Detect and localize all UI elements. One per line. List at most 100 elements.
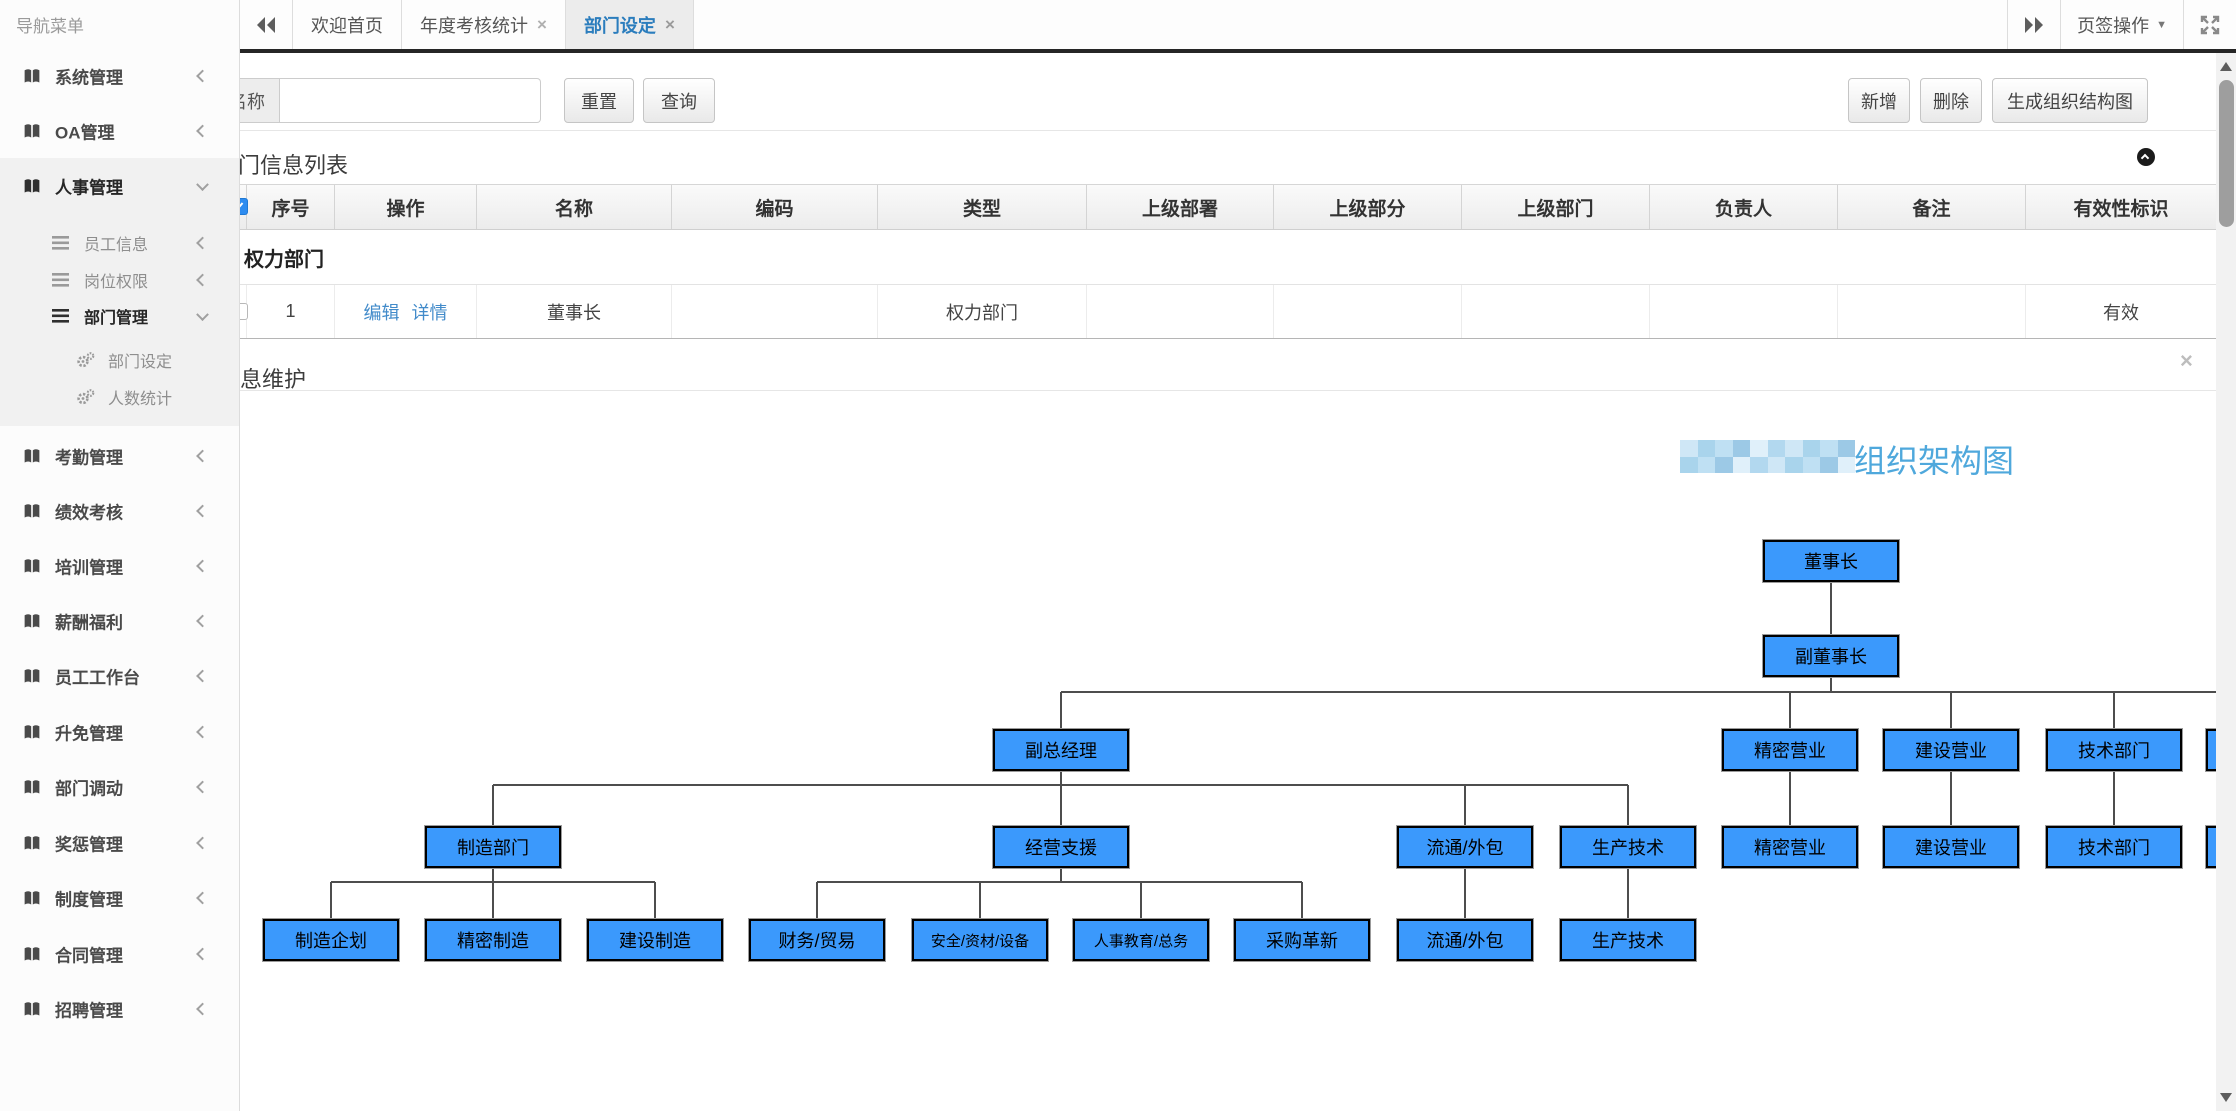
sidebar-item-绩效考核[interactable]: 绩效考核 bbox=[0, 485, 239, 537]
scrollbar-thumb[interactable] bbox=[2218, 80, 2234, 227]
sidebar-item-合同管理[interactable]: 合同管理 bbox=[0, 928, 239, 980]
org-node-label: 流通/外包 bbox=[1426, 931, 1504, 951]
tabs-scroll-left-button[interactable] bbox=[240, 0, 293, 49]
tabs: 欢迎首页年度考核统计×部门设定× bbox=[293, 0, 694, 49]
book-icon bbox=[22, 945, 42, 963]
scrollbar-down-arrow-icon[interactable] bbox=[2220, 1093, 2232, 1102]
tab-欢迎首页[interactable]: 欢迎首页 bbox=[293, 0, 402, 49]
book-icon bbox=[22, 502, 42, 520]
sidebar-item-label: 人数统计 bbox=[108, 391, 173, 408]
column-header-上级部署: 上级部署 bbox=[1087, 185, 1274, 229]
chevron-down-icon bbox=[196, 308, 209, 322]
tab-close-icon[interactable]: × bbox=[664, 15, 675, 34]
table-group-row[interactable]: 权力部门 bbox=[240, 230, 2216, 285]
org-chart-title: 组织架构图 bbox=[1854, 443, 2015, 479]
org-node-label: 生产技术 bbox=[1592, 931, 1664, 951]
generate-org-chart-button[interactable]: 生成组织结构图 bbox=[1992, 78, 2148, 123]
add-button[interactable]: 新增 bbox=[1848, 78, 1910, 123]
sidebar-item-label: 制度管理 bbox=[55, 890, 123, 910]
sidebar-item-人事管理[interactable]: 人事管理 bbox=[0, 160, 239, 212]
org-node-label: 精密营业 bbox=[1754, 838, 1826, 858]
sidebar-item-部门管理[interactable]: 部门管理 bbox=[0, 298, 239, 334]
sidebar-item-部门调动[interactable]: 部门调动 bbox=[0, 761, 239, 813]
tab-close-icon[interactable]: × bbox=[537, 15, 547, 34]
tab-actions-label: 页签操作 bbox=[2077, 15, 2150, 36]
sidebar-item-岗位权限[interactable]: 岗位权限 bbox=[0, 262, 239, 298]
vertical-scrollbar[interactable] bbox=[2216, 53, 2236, 1111]
org-node-label: 安全/资材/设备 bbox=[930, 932, 1030, 950]
chevron-down-icon bbox=[196, 178, 209, 192]
column-header-名称: 名称 bbox=[477, 185, 672, 229]
tab-actions-dropdown[interactable]: 页签操作 ▼ bbox=[2060, 0, 2183, 49]
detail-link[interactable]: 详情 bbox=[411, 302, 448, 323]
sidebar-item-考勤管理[interactable]: 考勤管理 bbox=[0, 430, 239, 482]
sidebar-item-label: 系统管理 bbox=[55, 68, 123, 88]
sidebar-item-OA管理[interactable]: OA管理 bbox=[0, 105, 239, 157]
tabs-scroll-right-button[interactable] bbox=[2007, 0, 2060, 49]
sidebar-item-制度管理[interactable]: 制度管理 bbox=[0, 872, 239, 924]
sidebar-item-培训管理[interactable]: 培训管理 bbox=[0, 540, 239, 592]
close-icon[interactable]: × bbox=[2180, 348, 2193, 373]
sidebar-item-系统管理[interactable]: 系统管理 bbox=[0, 50, 239, 102]
caret-down-icon: ▼ bbox=[2156, 18, 2167, 31]
sidebar-expanded-section-bg bbox=[0, 158, 239, 426]
edit-link[interactable]: 编辑 bbox=[363, 302, 400, 323]
sidebar-item-员工信息[interactable]: 员工信息 bbox=[0, 225, 239, 261]
sidebar-item-label: 招聘管理 bbox=[55, 1001, 123, 1021]
sidebar-title: 导航菜单 bbox=[16, 17, 84, 36]
org-node-label: 董事长 bbox=[1804, 552, 1858, 572]
org-node-采购革新: 采购革新 bbox=[1234, 919, 1370, 961]
cell-code bbox=[672, 285, 878, 338]
panel-collapse-button[interactable] bbox=[2137, 148, 2155, 166]
sidebar-item-label: 员工信息 bbox=[84, 237, 149, 254]
menu-bars-icon bbox=[52, 273, 69, 287]
sidebar-item-部门设定[interactable]: 部门设定 bbox=[0, 343, 239, 377]
sidebar-item-label: 绩效考核 bbox=[55, 503, 123, 523]
group-row-label: 权力部门 bbox=[244, 248, 324, 271]
column-header-编码: 编码 bbox=[672, 185, 878, 229]
sidebar-item-奖惩管理[interactable]: 奖惩管理 bbox=[0, 817, 239, 869]
tab-年度考核统计[interactable]: 年度考核统计× bbox=[402, 0, 566, 49]
org-node-label: 副总经理 bbox=[1025, 741, 1097, 761]
query-button[interactable]: 查询 bbox=[643, 78, 715, 123]
delete-button[interactable]: 删除 bbox=[1920, 78, 1982, 123]
org-node-人事教育/总务: 人事教育/总务 bbox=[1073, 919, 1209, 961]
reset-button[interactable]: 重置 bbox=[564, 78, 634, 123]
sidebar-item-升免管理[interactable]: 升免管理 bbox=[0, 706, 239, 758]
search-input[interactable] bbox=[279, 78, 541, 123]
chevron-left-icon bbox=[196, 449, 209, 463]
chevron-left-icon bbox=[196, 947, 209, 961]
org-node-label: 建设营业 bbox=[1915, 741, 1987, 761]
chevron-left-icon bbox=[196, 836, 209, 850]
org-node-label: 采购革新 bbox=[1266, 931, 1338, 951]
org-node-label: 经营支援 bbox=[1025, 838, 1097, 858]
org-node-副总经理: 副总经理 bbox=[993, 729, 1129, 771]
sidebar-item-人数统计[interactable]: 人数统计 bbox=[0, 380, 239, 414]
book-icon bbox=[22, 447, 42, 465]
scrollbar-up-arrow-icon[interactable] bbox=[2220, 62, 2232, 71]
sidebar-item-招聘管理[interactable]: 招聘管理 bbox=[0, 983, 239, 1035]
cell-seq: 1 bbox=[247, 285, 335, 338]
tab-部门设定[interactable]: 部门设定× bbox=[565, 0, 694, 49]
org-node-制造企划: 制造企划 bbox=[263, 919, 399, 961]
org-node-建设营业: 建设营业 bbox=[1883, 729, 2019, 771]
double-chevron-right-icon bbox=[2025, 16, 2044, 33]
book-icon bbox=[22, 778, 42, 796]
cell-parent_1 bbox=[1087, 285, 1274, 338]
sidebar-item-员工工作台[interactable]: 员工工作台 bbox=[0, 650, 239, 702]
fullscreen-button[interactable] bbox=[2183, 0, 2236, 49]
org-node-label: 流通/外包 bbox=[1426, 838, 1504, 858]
sidebar-item-label: 员工工作台 bbox=[55, 668, 140, 688]
org-node-label: 精密营业 bbox=[1754, 741, 1826, 761]
org-node-label: 制造部门 bbox=[457, 838, 529, 858]
chevron-left-icon bbox=[196, 124, 209, 138]
org-node-label: 人事教育/总务 bbox=[1093, 932, 1189, 950]
org-node-流通/外包: 流通/外包 bbox=[1397, 826, 1533, 868]
sidebar-item-薪酬福利[interactable]: 薪酬福利 bbox=[0, 595, 239, 647]
gears-icon bbox=[76, 352, 95, 368]
divider bbox=[240, 390, 2216, 391]
org-node-精密制造: 精密制造 bbox=[425, 919, 561, 961]
cell-name: 董事长 bbox=[477, 285, 672, 338]
